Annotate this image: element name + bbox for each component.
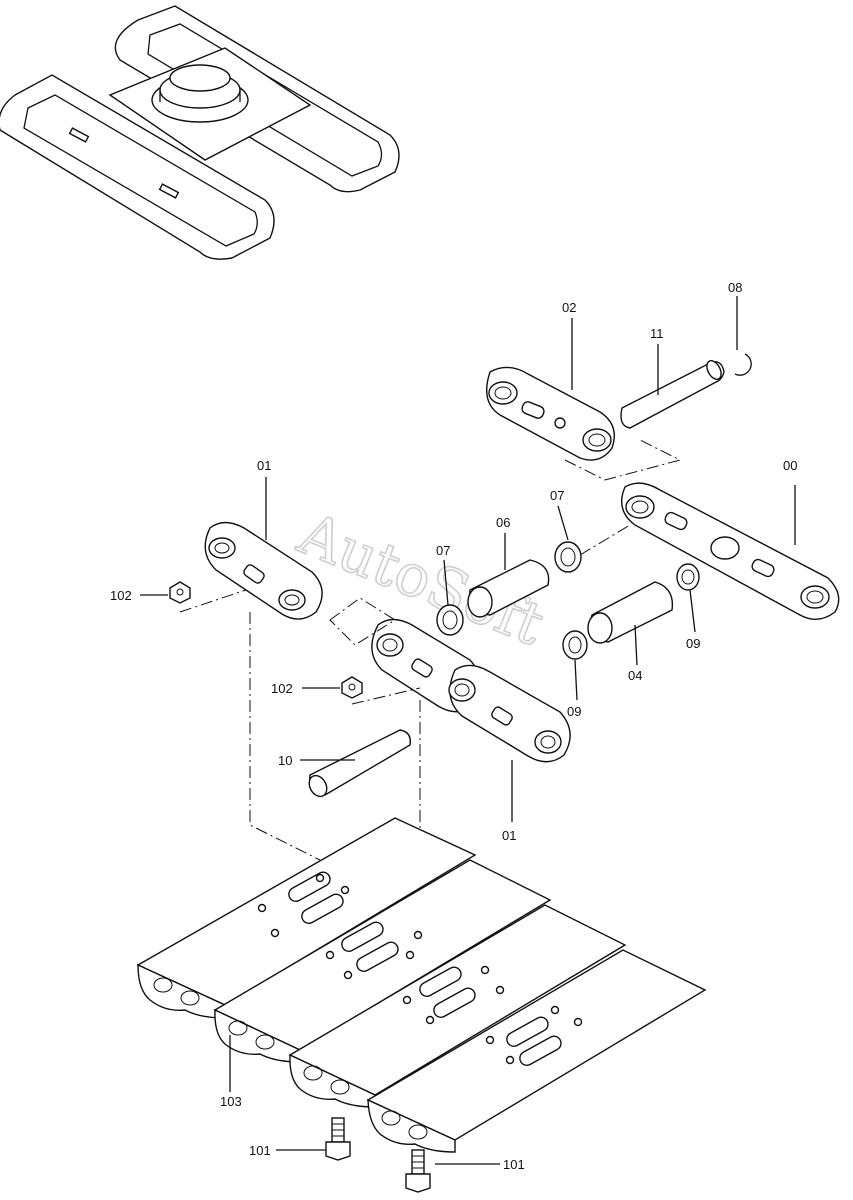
callout-103: 103 bbox=[220, 1094, 242, 1109]
retaining-clip-icon bbox=[734, 353, 752, 376]
shoe-bolt-icon bbox=[405, 1149, 431, 1193]
track-pin-icon bbox=[620, 360, 725, 429]
callout-09-right: 09 bbox=[686, 636, 700, 651]
seal-ring-icon bbox=[676, 563, 700, 591]
callout-09-left: 09 bbox=[567, 704, 581, 719]
seal-ring-icon bbox=[562, 630, 588, 660]
callout-101-right: 101 bbox=[503, 1157, 525, 1172]
callout-101-left: 101 bbox=[249, 1143, 271, 1158]
shoe-nut-icon bbox=[169, 581, 191, 604]
callout-102-lower: 102 bbox=[271, 681, 293, 696]
shoe-bolt-icon bbox=[325, 1117, 351, 1161]
track-pin-icon bbox=[308, 729, 411, 798]
leader-lines bbox=[140, 296, 796, 1165]
seal-ring-icon bbox=[436, 604, 464, 636]
bushing-icon bbox=[587, 581, 674, 644]
callout-01-bottom: 01 bbox=[502, 828, 516, 843]
track-link-icon bbox=[371, 618, 571, 763]
callout-06: 06 bbox=[496, 515, 510, 530]
callout-11: 11 bbox=[650, 326, 664, 341]
callout-08: 08 bbox=[728, 280, 742, 295]
bushing-icon bbox=[467, 559, 550, 618]
track-shoe-icon bbox=[288, 904, 627, 1108]
callout-01-top: 01 bbox=[257, 458, 271, 473]
track-link-icon bbox=[204, 521, 323, 620]
undercarriage-icon bbox=[0, 5, 400, 260]
callout-02: 02 bbox=[562, 300, 576, 315]
callout-07-right: 07 bbox=[550, 488, 564, 503]
callout-00: 00 bbox=[783, 458, 797, 473]
callout-102-upper: 102 bbox=[110, 588, 132, 603]
track-link-icon bbox=[486, 366, 615, 461]
track-shoe-icon bbox=[366, 949, 707, 1153]
seal-ring-icon bbox=[554, 541, 582, 573]
callout-07-left: 07 bbox=[436, 543, 450, 558]
callout-10: 10 bbox=[278, 753, 292, 768]
shoe-nut-icon bbox=[341, 676, 363, 699]
track-link-icon bbox=[621, 482, 840, 620]
callout-04: 04 bbox=[628, 668, 642, 683]
track-shoe-icon bbox=[136, 817, 477, 1019]
track-shoe-icon bbox=[213, 859, 552, 1063]
